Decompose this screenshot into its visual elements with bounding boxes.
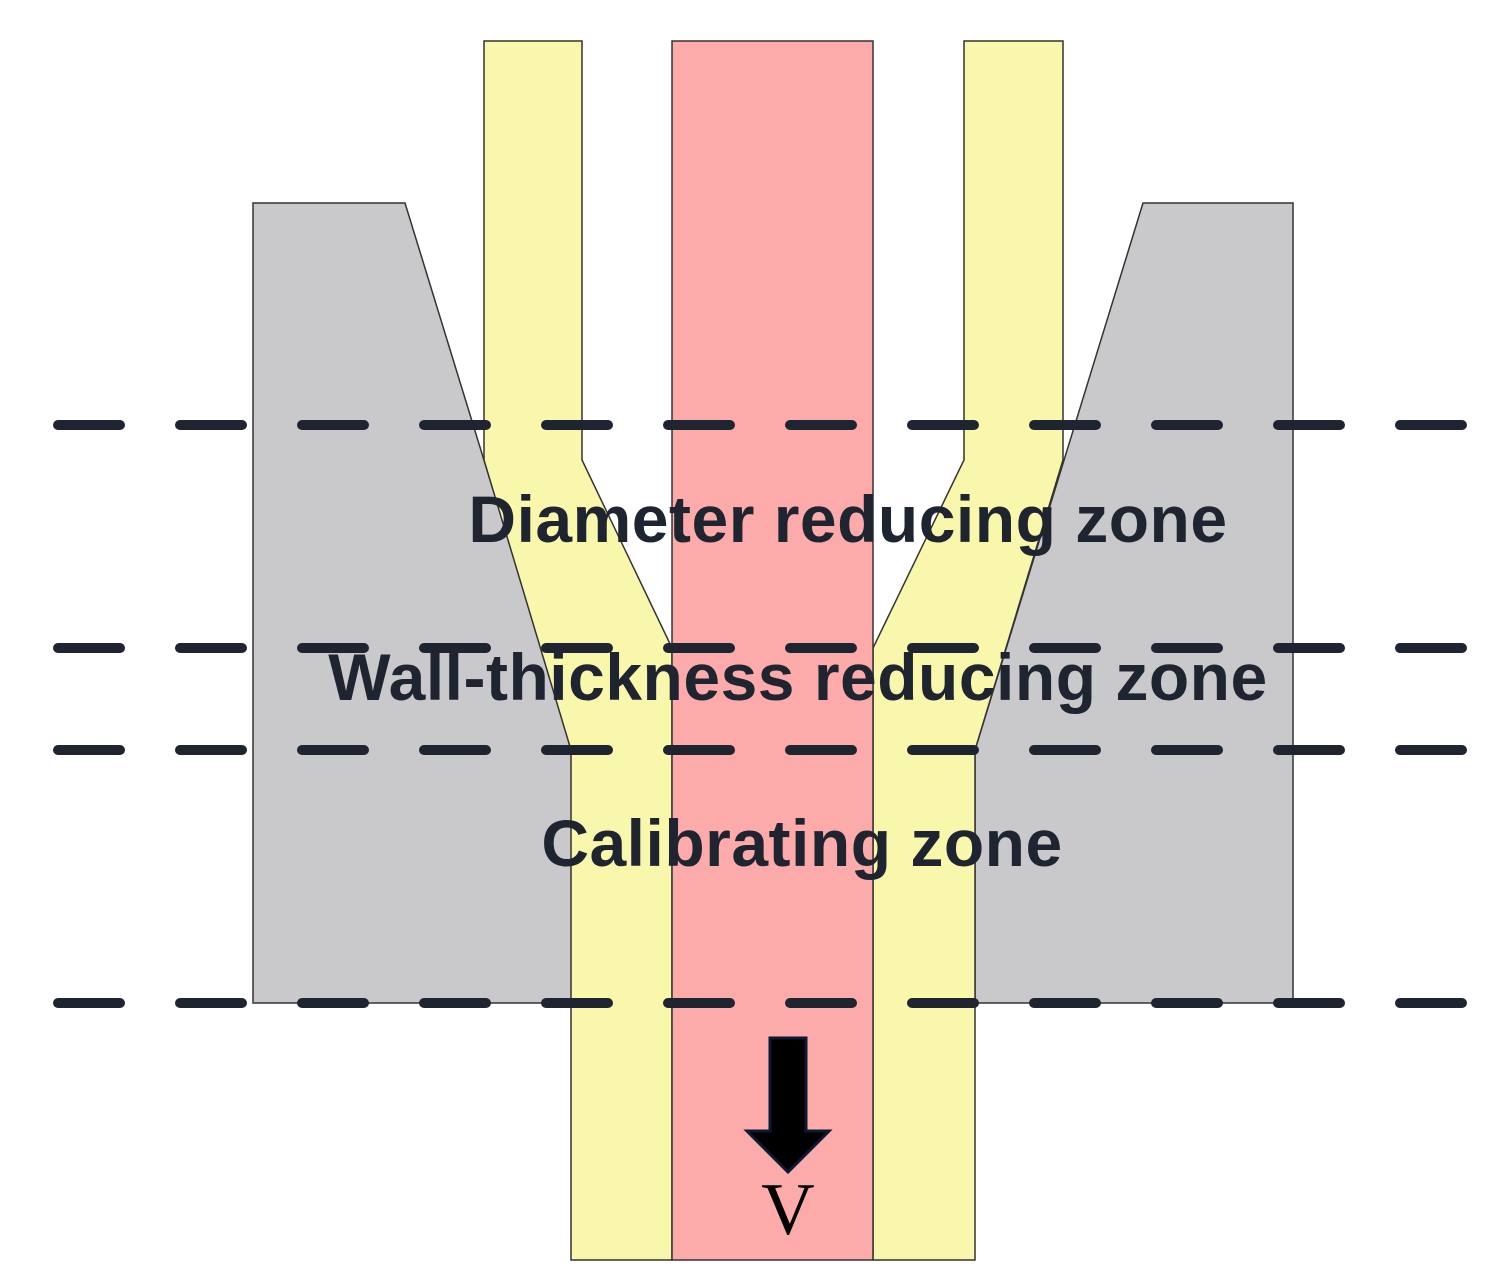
calibrating-zone-label: Calibrating zone xyxy=(541,806,1062,880)
wall-thickness-reducing-zone-label: Wall-thickness reducing zone xyxy=(328,640,1267,714)
velocity-label: V xyxy=(761,1169,814,1251)
drawing-direction-arrow-icon xyxy=(743,1036,833,1175)
diameter-reducing-zone-label: Diameter reducing zone xyxy=(468,482,1227,556)
